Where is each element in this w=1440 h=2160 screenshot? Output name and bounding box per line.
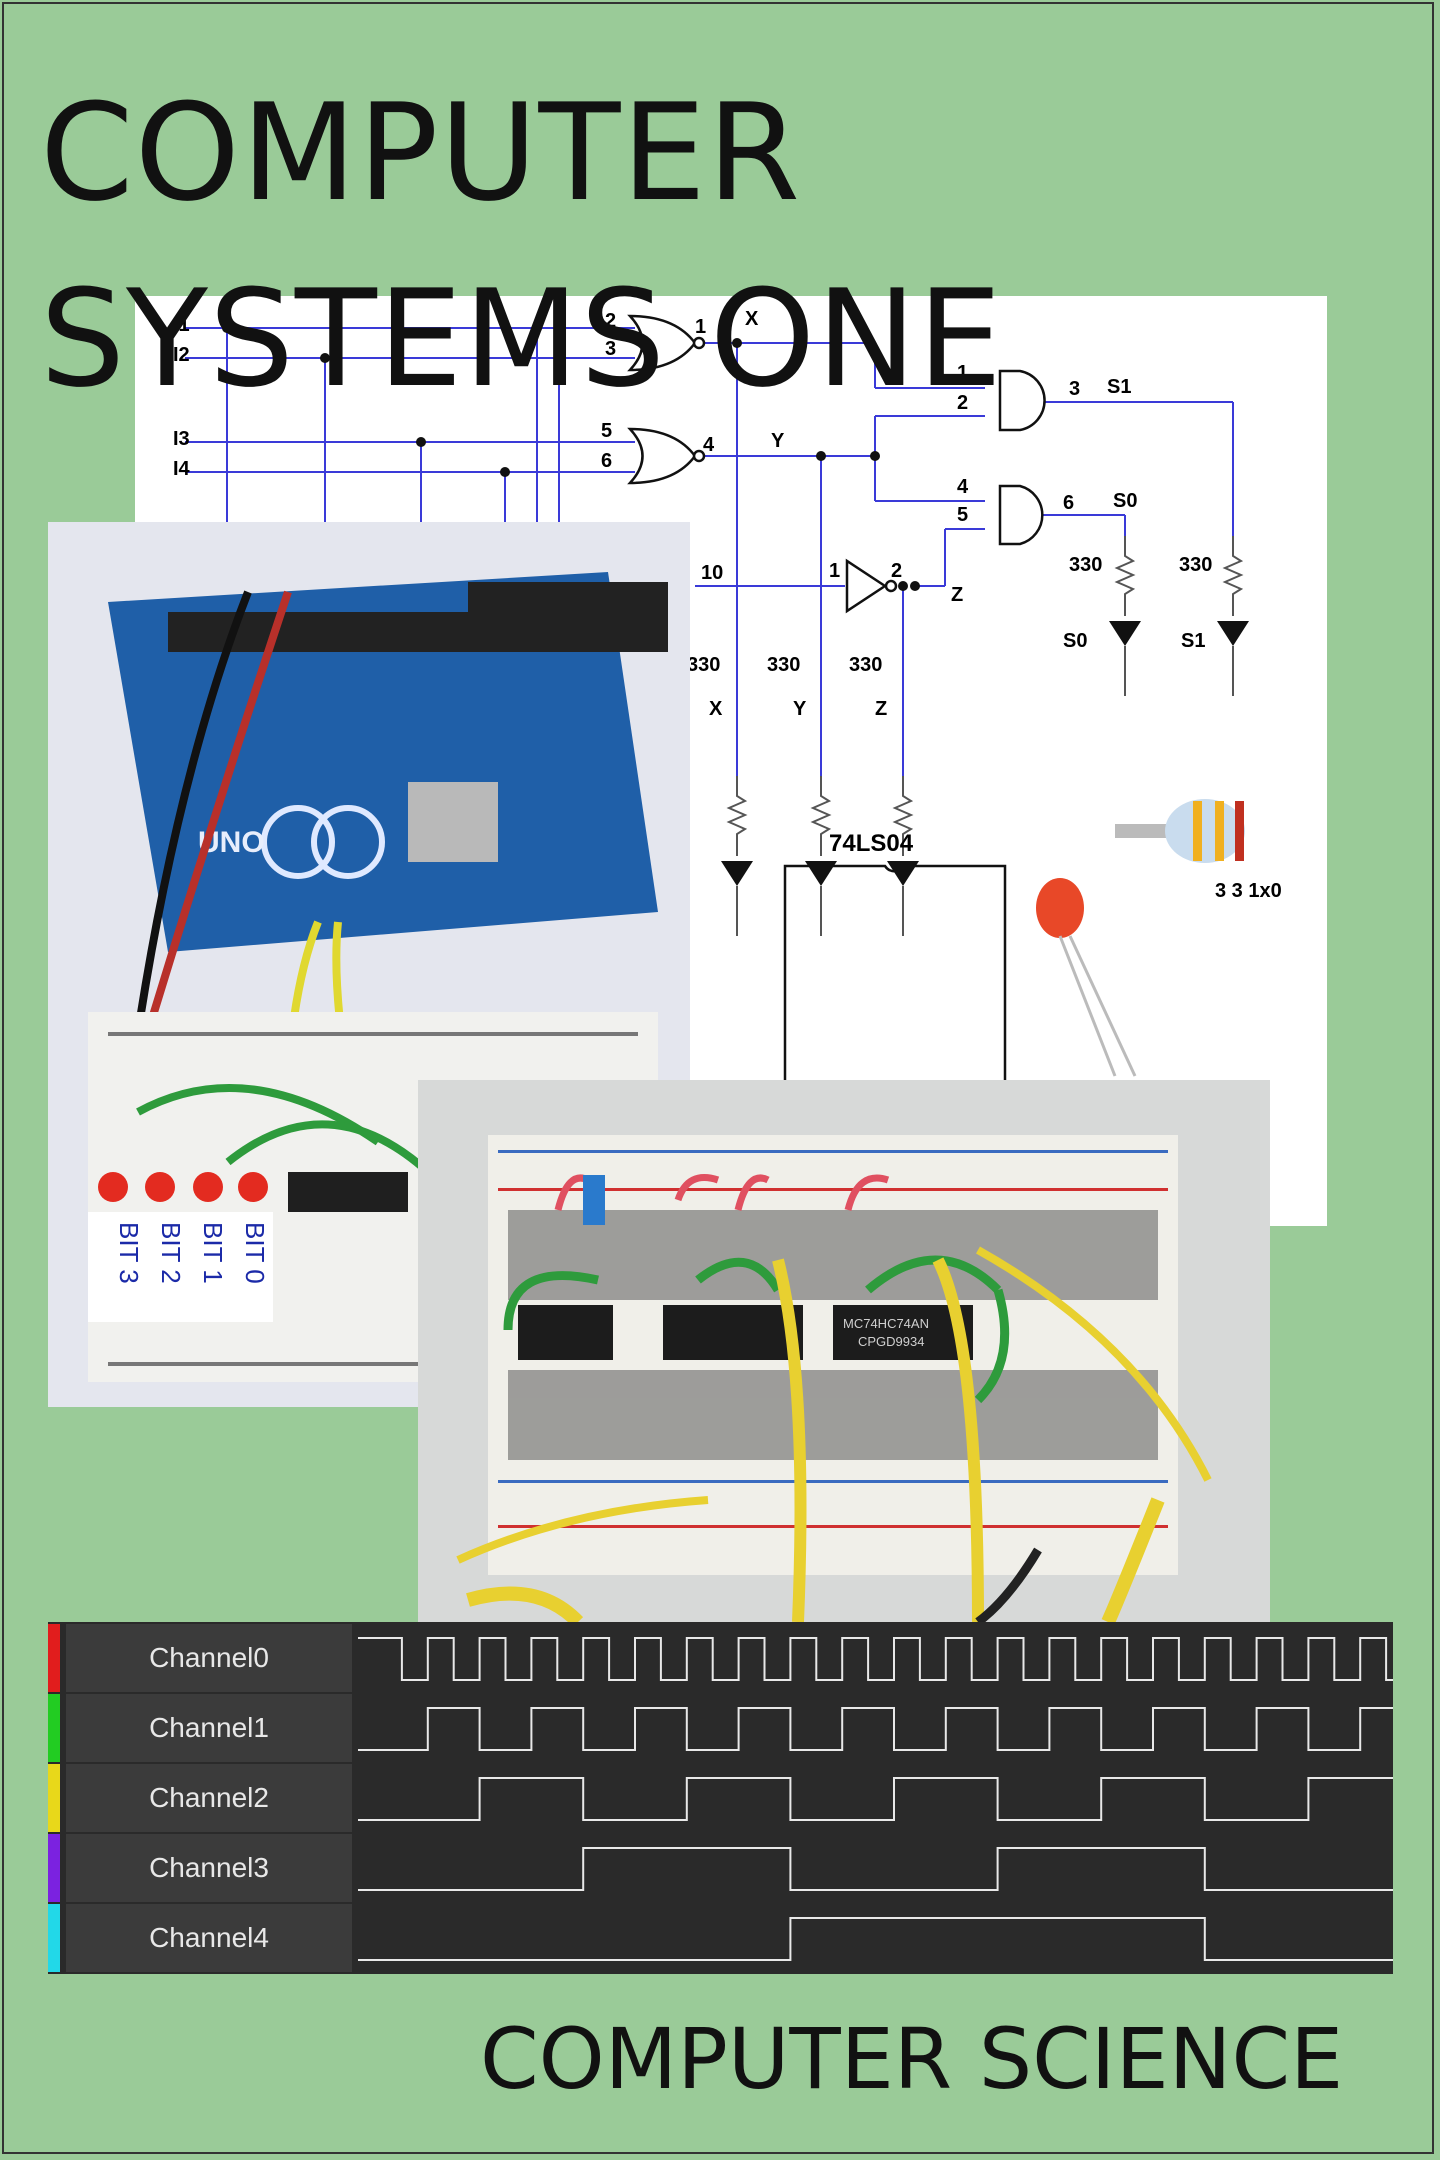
led-label-z: Z	[875, 698, 888, 720]
pin-label: 2	[957, 392, 969, 414]
channel-row: Channel1	[48, 1694, 1393, 1762]
cover-footer: COMPUTER SCIENCE	[480, 2010, 1344, 2108]
channel-label: Channel0	[66, 1624, 352, 1692]
title-line-1: COMPUTER	[40, 75, 802, 231]
net-label-y: Y	[771, 430, 785, 452]
pin-label: 2	[891, 560, 903, 582]
led-label-x: X	[709, 698, 723, 720]
led-label-s1: S1	[1181, 630, 1206, 652]
pin-label: 1	[957, 362, 969, 384]
pin-label: 4	[703, 434, 715, 456]
pin-label: 4	[957, 476, 969, 498]
net-label-s0: S0	[1113, 490, 1138, 512]
resistor-label: 330	[767, 654, 801, 676]
pin-label: 5	[601, 420, 613, 442]
cover-title: COMPUTER SYSTEMS ONE	[40, 60, 1003, 432]
title-line-2: SYSTEMS ONE	[40, 261, 1004, 417]
channel-color-swatch	[48, 1624, 60, 1692]
channel-color-swatch	[48, 1764, 60, 1832]
channel-label: Channel4	[66, 1904, 352, 1972]
led-label-y: Y	[793, 698, 807, 720]
channel-color-swatch	[48, 1834, 60, 1902]
channel-trace	[358, 1707, 1393, 1751]
channel-label: Channel2	[66, 1764, 352, 1832]
pin-label: 10	[701, 562, 724, 584]
net-label-z: Z	[951, 584, 964, 606]
channel-label: Channel1	[66, 1694, 352, 1762]
net-label-s1: S1	[1107, 376, 1132, 398]
net-label-x: X	[745, 308, 759, 330]
channel-row: Channel0	[48, 1624, 1393, 1692]
resistor-label: 330	[687, 654, 721, 676]
bit-label: BIT 0	[240, 1222, 270, 1284]
pin-label: 1	[695, 316, 707, 338]
ic-name: 74LS04	[829, 830, 914, 857]
pin-label: 3	[1069, 378, 1081, 400]
breadboard-illustration: MC74HC74AN CPGD9934	[418, 1080, 1270, 1622]
input-label-i3: I3	[173, 428, 190, 450]
led-label-s0: S0	[1063, 630, 1088, 652]
channel-row: Channel2	[48, 1764, 1393, 1832]
channel-trace	[358, 1777, 1393, 1821]
logic-analyzer-panel: Channel0 Channel1 Channel2 Channel3 Chan…	[48, 1622, 1393, 1974]
pin-label: 6	[601, 450, 613, 472]
pin-label: 5	[957, 504, 969, 526]
channel-trace	[358, 1847, 1393, 1891]
channel-row: Channel4	[48, 1904, 1393, 1972]
resistor-label: 330	[1069, 554, 1103, 576]
channel-trace	[358, 1917, 1393, 1961]
input-label-i2: I2	[173, 344, 190, 366]
chip-text: MC74HC74AN	[843, 1316, 929, 1331]
pin-label: 3	[605, 338, 617, 360]
pin-label: 1	[829, 560, 841, 582]
input-label-i4: I4	[173, 458, 190, 480]
resistor-label: 330	[849, 654, 883, 676]
pin-label: 6	[1063, 492, 1075, 514]
channel-row: Channel3	[48, 1834, 1393, 1902]
resistor-code: 3 3 1x0	[1215, 880, 1282, 902]
channel-trace	[358, 1637, 1393, 1681]
bit-label: BIT 2	[156, 1222, 186, 1284]
chip-text: CPGD9934	[858, 1334, 924, 1349]
pin-label: 2	[605, 310, 617, 332]
resistor-label: 330	[1179, 554, 1213, 576]
channel-label: Channel3	[66, 1834, 352, 1902]
channel-color-swatch	[48, 1694, 60, 1762]
channel-color-swatch	[48, 1904, 60, 1972]
input-label-i1: I1	[173, 314, 190, 336]
bit-label: BIT 3	[114, 1222, 144, 1284]
breadboard-photo: MC74HC74AN CPGD9934	[418, 1080, 1270, 1622]
bit-label: BIT 1	[198, 1222, 228, 1284]
